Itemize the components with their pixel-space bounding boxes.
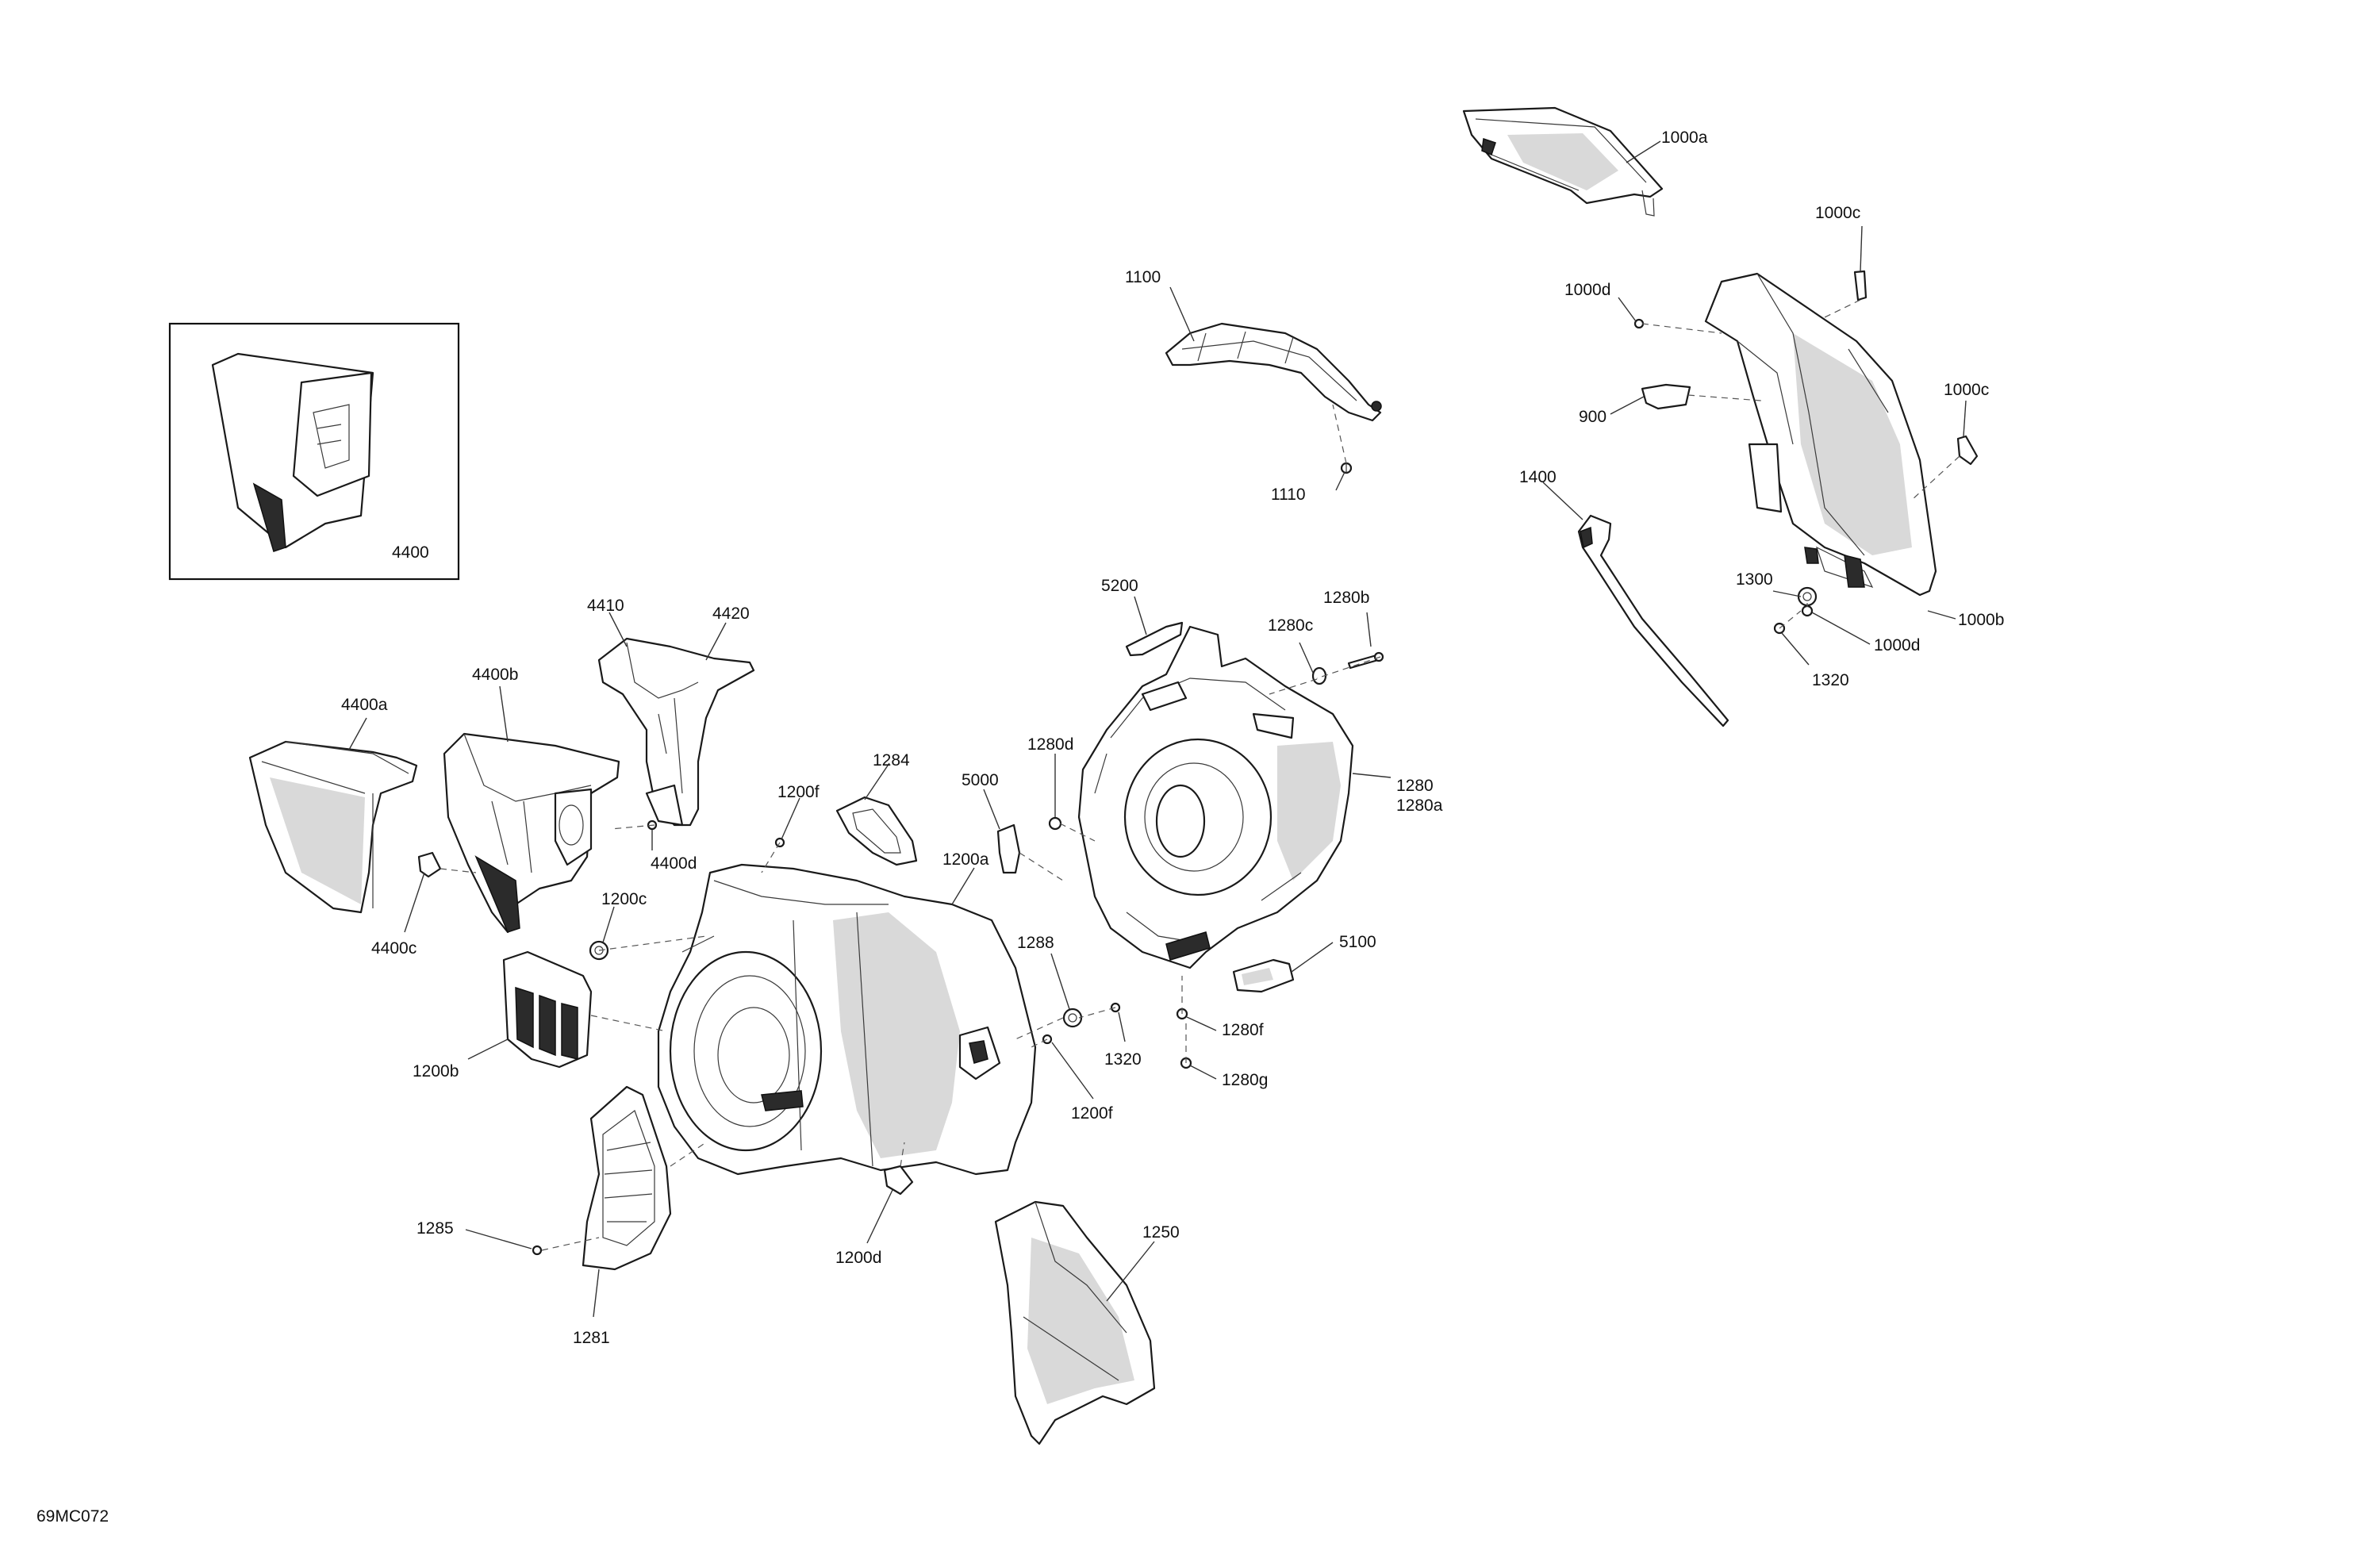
part-1285 [532,1245,543,1256]
callout-900: 900 [1579,408,1606,426]
part-1000c-right [1956,435,1979,466]
part-5100 [1232,958,1295,993]
callout-1250: 1250 [1142,1223,1180,1242]
callout-1288: 1288 [1017,934,1054,952]
leader-lines [348,140,1967,1318]
callout-1280f: 1280f [1222,1021,1264,1039]
callout-4400a: 4400a [341,696,388,714]
callout-labels: 1000a 1000c 1000d 1100 900 1000c 1110 14… [341,129,2004,1347]
callout-1300: 1300 [1736,570,1773,589]
callout-1280b: 1280b [1323,589,1369,607]
callout-1200d: 1200d [835,1249,881,1267]
callout-1280a: 1280a [1396,796,1443,815]
callout-4410: 4410 [587,597,624,615]
callout-1284: 1284 [873,751,910,770]
inset-bracket [292,371,373,497]
part-5200 [1125,621,1184,657]
callout-1200c: 1200c [601,890,647,908]
part-900 [1641,383,1691,410]
inset-callout-4400: 4400 [392,543,429,562]
reference-code: 69MC072 [36,1507,109,1526]
callout-5100: 5100 [1339,933,1376,951]
part-1280d [1048,816,1062,831]
callout-4420: 4420 [712,605,750,623]
callout-1000d-bottom: 1000d [1874,636,1920,654]
part-4400a [248,740,418,914]
callout-1285: 1285 [416,1219,454,1238]
callout-1320-top: 1320 [1812,671,1849,689]
callout-1200f-bottom: 1200f [1071,1104,1113,1123]
part-1200b [502,950,593,1069]
part-1000c-top [1853,270,1868,301]
callout-1000b: 1000b [1958,611,2004,629]
callout-1100: 1100 [1125,268,1161,286]
callout-1200b: 1200b [413,1062,459,1080]
part-1281 [582,1085,672,1271]
callout-1280: 1280 [1396,777,1434,795]
part-4400c [417,851,442,878]
callout-1200a: 1200a [942,850,989,869]
callout-4400b: 4400b [472,666,518,684]
part-1000a [1462,106,1664,217]
part-5000 [996,823,1021,874]
part-1300 [1797,586,1818,607]
inset-frame [168,322,460,581]
callout-1320-bottom: 1320 [1104,1050,1142,1069]
callout-1000c-top: 1000c [1815,204,1860,222]
callout-1280d: 1280d [1027,735,1073,754]
callout-1000d-top: 1000d [1564,281,1610,299]
callout-1000c-right: 1000c [1944,381,1989,399]
part-1200a [657,863,1037,1176]
callout-1110: 1110 [1271,486,1306,504]
part-1280 [1077,625,1354,969]
assembly-lines [440,299,1960,1251]
callout-5000: 5000 [962,771,999,789]
part-1250 [994,1200,1156,1445]
part-1110 [1340,462,1353,474]
part-1280c [1311,666,1327,685]
inset-4400: 4400 [168,322,460,581]
part-1000b [1704,272,1937,597]
callout-1200f-top: 1200f [777,783,820,801]
part-1100 [1165,322,1382,422]
callout-1280c: 1280c [1268,616,1313,635]
part-1200d [883,1165,914,1196]
callout-1400: 1400 [1519,468,1557,486]
part-4400b [443,732,620,934]
part-1284 [835,796,918,866]
callout-1000a: 1000a [1661,129,1708,147]
part-4410-4420 [597,637,755,827]
callout-4400c: 4400c [371,939,416,958]
callout-1281: 1281 [573,1329,610,1347]
callout-5200: 5200 [1101,577,1138,595]
part-1400 [1577,514,1729,727]
part-1000d-bottom [1801,605,1814,617]
callout-4400d: 4400d [651,854,697,873]
part-1288 [1062,1008,1083,1028]
callout-1280g: 1280g [1222,1071,1268,1089]
